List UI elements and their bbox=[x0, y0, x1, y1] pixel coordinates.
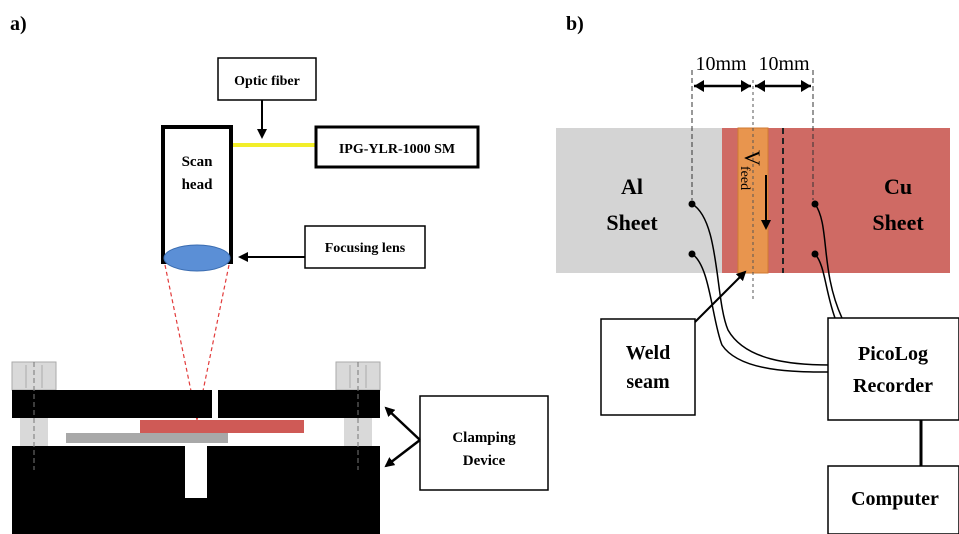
thermocouple-wire bbox=[814, 253, 836, 319]
clamping-arrow-top bbox=[384, 406, 421, 441]
v-feed-sub: feed bbox=[737, 166, 752, 190]
focusing-lens-box bbox=[304, 225, 426, 269]
panel-a: a) Optic fiber IPG-YLR-1000 SM Scan head… bbox=[10, 13, 549, 534]
dim-arrow-left-head-b bbox=[741, 80, 751, 92]
computer-box bbox=[827, 465, 959, 534]
laser-beam-right bbox=[196, 264, 230, 421]
laser-source-label: IPG-YLR-1000 SM bbox=[339, 142, 455, 157]
top-clamp-right bbox=[218, 390, 380, 418]
laser-source-box bbox=[314, 125, 480, 169]
panel-b-label: b) bbox=[566, 13, 584, 35]
weld-seam-box bbox=[600, 318, 696, 416]
al-sheet-label-1: Al bbox=[621, 174, 643, 199]
focusing-lens-label: Focusing lens bbox=[325, 241, 406, 256]
thermocouple-wire bbox=[814, 203, 843, 319]
panel-a-label: a) bbox=[10, 13, 27, 35]
laser-beam-left bbox=[164, 264, 198, 421]
al-sheet-label-2: Sheet bbox=[606, 210, 658, 235]
dim-label-left: 10mm bbox=[695, 53, 747, 75]
picolog-recorder-box bbox=[827, 317, 959, 421]
cu-sheet-label-1: Cu bbox=[884, 174, 912, 199]
focusing-lens-shape bbox=[163, 244, 231, 272]
al-sheet bbox=[556, 128, 722, 273]
al-sheet-side bbox=[66, 433, 228, 443]
thermocouple-wire bbox=[691, 203, 831, 366]
clamping-fixture bbox=[11, 361, 381, 534]
clamping-device-label-1: Clamping bbox=[452, 430, 516, 446]
cu-sheet-side bbox=[140, 420, 304, 433]
dim-arrow-right-head-b bbox=[801, 80, 811, 92]
scan-head-label-1: Scan bbox=[182, 154, 214, 170]
optic-fiber-label: Optic fiber bbox=[234, 74, 300, 89]
picolog-label-2: Recorder bbox=[853, 375, 933, 397]
v-feed-main: V bbox=[740, 150, 765, 166]
weld-seam-label-1: Weld bbox=[626, 342, 670, 364]
weld-seam-pointer bbox=[694, 270, 747, 323]
clamping-device-box bbox=[419, 395, 549, 491]
optic-fiber-box bbox=[217, 57, 317, 101]
computer-label: Computer bbox=[851, 488, 939, 510]
panel-b: b) 10mm 10mm Al Sheet Cu Sheet V feed bbox=[556, 13, 959, 534]
dim-arrow-right-head-a bbox=[755, 80, 765, 92]
cu-sheet-label-2: Sheet bbox=[872, 210, 924, 235]
dim-arrow-left-head-a bbox=[694, 80, 704, 92]
base-groove bbox=[185, 446, 207, 498]
dim-label-right: 10mm bbox=[758, 53, 810, 75]
scan-head-label-2: head bbox=[182, 177, 214, 193]
picolog-label-1: PicoLog bbox=[858, 343, 928, 365]
top-clamp-left bbox=[12, 390, 212, 418]
thermocouple-wire bbox=[691, 253, 831, 373]
clamping-device-label-2: Device bbox=[463, 453, 506, 469]
clamping-arrow-bottom bbox=[384, 439, 421, 468]
scan-head bbox=[161, 125, 233, 264]
v-feed-label: V feed bbox=[737, 150, 765, 190]
weld-seam-label-2: seam bbox=[626, 371, 670, 393]
